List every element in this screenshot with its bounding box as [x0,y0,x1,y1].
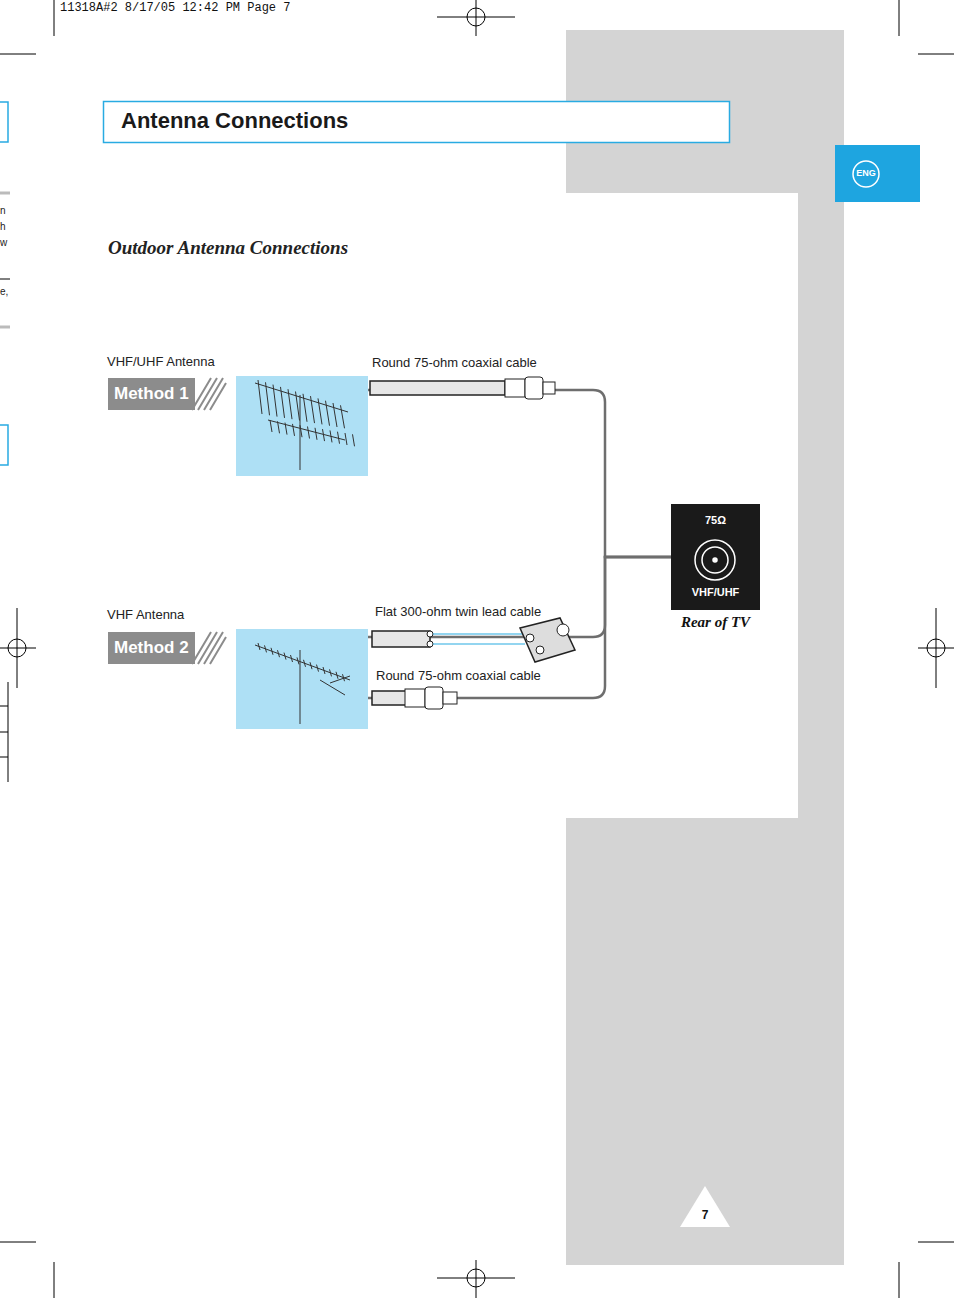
tv-jack: 75ΩVHF/UHFRear of TV [671,504,760,610]
antenna-element [285,423,287,435]
print-slug: 11318A#2 8/17/05 12:42 PM Page 7 [60,1,290,15]
antenna-element [330,676,350,683]
method-tag: Method 1 [108,378,195,410]
cable-label: Round 75-ohm coaxial cable [375,668,542,683]
antenna-element [265,645,267,652]
tab-circle [853,161,879,187]
antenna-element [291,655,293,662]
antenna-element [330,669,332,676]
antenna-element [266,382,270,415]
antenna-element [258,643,260,650]
cable-label: Flat 300-ohm twin lead cable [374,604,542,619]
node-text: 75Ω [671,514,760,526]
antenna-element [297,657,299,664]
antenna-element [311,396,315,423]
language-tab [835,145,920,202]
bleed-table [0,279,10,782]
node-text: ENG [852,168,880,178]
antenna-element [300,425,302,437]
node-text: VHF/UHF Antenna [107,354,215,369]
page-triangle [680,1186,730,1227]
antenna-element [341,405,345,428]
section-heading: Outdoor Antenna Connections [108,237,348,259]
bleed-text: h [0,221,6,232]
twin-lead-cable [372,618,575,662]
antenna-element [270,420,272,432]
antenna-element [333,403,337,427]
cable-connector [368,390,671,557]
antenna-element [304,660,306,667]
coax-cable [370,377,555,399]
bleed-text: w [0,237,7,248]
antenna-element [308,427,310,439]
antenna-element [293,424,295,436]
antenna-element [284,653,286,660]
antenna-element [318,398,322,424]
antenna-element [353,434,355,446]
antenna-element [330,430,332,442]
antenna-element [323,667,325,674]
antenna-backdrop [236,629,368,729]
antenna-element [278,650,280,657]
antenna-element [281,387,285,418]
method-tag: Method 2 [108,632,195,664]
antenna-element [317,665,319,672]
antenna-backdrop [236,376,368,476]
antenna-element [338,432,340,444]
antenna-element [296,392,300,421]
bleed-rules [0,193,10,327]
antenna-element [303,394,307,422]
bleed-marks [0,102,8,465]
node-text: Rear of TV [665,614,766,631]
coax-jack [695,540,735,580]
antenna-element [271,648,273,655]
antenna-element [273,385,277,417]
antenna-element [258,380,262,414]
antenna-element [310,662,312,669]
node-text: 7 [680,1208,730,1222]
tv-panel [671,504,760,610]
node-text: VHF/UHF [671,586,760,598]
antenna-element [326,401,330,426]
antenna-element [278,421,280,433]
node-text: VHF Antenna [107,607,184,622]
coax-cable [372,687,457,709]
antenna-element [315,428,317,440]
language-badge: ENG [852,160,880,188]
node-text: Method 1 [114,384,189,404]
cable-label: Round 75-ohm coaxial cable [371,355,538,370]
title-box [104,102,730,143]
tag-stripes [192,378,226,664]
bleed-text: n [0,205,6,216]
antenna-element [336,672,338,679]
antenna-box: VHF Antenna [236,629,368,729]
node-text: Method 2 [114,638,189,658]
uhf-antenna [255,380,355,470]
side-panel [566,30,844,1265]
bleed-text: e, [0,286,8,297]
vhf-antenna [255,643,350,724]
page-title: Antenna Connections [121,108,348,134]
antenna-element [323,429,325,441]
cable-connector [368,557,671,637]
antenna-box: VHF/UHF Antenna [236,376,368,476]
antenna-element [288,389,292,419]
page-number: 7 [680,1190,730,1227]
cable-connector [368,557,671,698]
antenna-element [345,433,347,445]
